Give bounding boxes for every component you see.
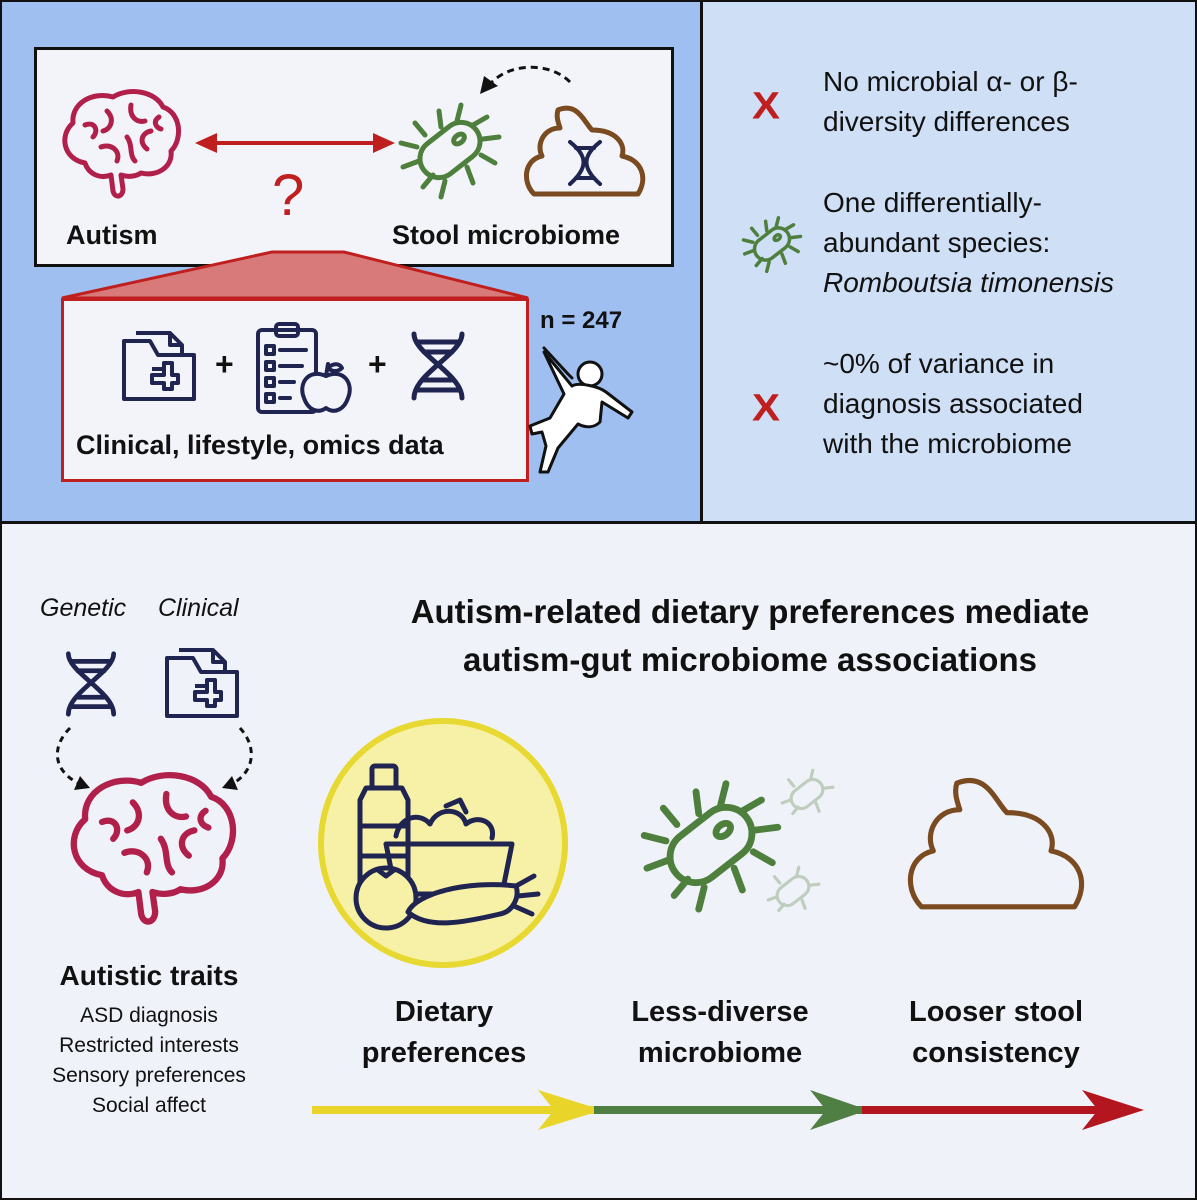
bacterium-icon (398, 102, 502, 200)
brain-icon (62, 89, 181, 199)
stage-stool: Looser stool consistency (866, 992, 1126, 1074)
headline-line2: autism-gut microbiome associations (463, 641, 1037, 678)
autism-label: Autism (66, 220, 158, 250)
stage-stool-line1: Looser stool (908, 996, 1083, 1028)
medical-folder-icon (165, 648, 239, 718)
sample-size-label: n = 247 (540, 307, 623, 334)
clinical-label: Clinical (158, 594, 239, 622)
trait-item: Sensory preferences (52, 1064, 246, 1087)
diet-circle (318, 718, 568, 968)
stool-icon (524, 105, 646, 197)
faded-bacterium-icon (780, 768, 835, 816)
finding-3-line3: with the microbiome (823, 428, 1072, 459)
bottom-panel (0, 524, 1197, 1200)
stage-stool-line2: consistency (912, 1037, 1080, 1069)
bacterium-icon (640, 780, 782, 913)
trait-item: Social affect (91, 1094, 206, 1117)
finding-2-species: Romboutsia timonensis (823, 267, 1115, 298)
stage-microbiome: Less-diverse microbiome (590, 992, 850, 1074)
brain-icon (70, 772, 237, 925)
stage-dietary-line1: Dietary (394, 996, 494, 1028)
finding-1: No microbial α- or β- diversity differen… (823, 62, 1183, 142)
mediation-arrow (312, 1090, 1144, 1130)
stage-microbiome-line2: microbiome (637, 1037, 803, 1069)
plus-sign: + (368, 346, 387, 382)
finding-3: ~0% of variance in diagnosis associated … (823, 344, 1183, 464)
child-figure (528, 346, 634, 474)
question-mark: ? (272, 163, 305, 228)
stage-microbiome-line1: Less-diverse (631, 996, 809, 1028)
finding-3-line1: ~0% of variance in (823, 348, 1055, 379)
bidirectional-arrow (195, 133, 395, 153)
finding-1-line2: diversity differences (823, 106, 1070, 137)
headline-line1: Autism-related dietary preferences media… (410, 593, 1090, 630)
bacterium-icon (741, 216, 803, 274)
traits-title: Autistic traits (59, 960, 239, 991)
finding-2-line2: abundant species: (823, 227, 1051, 258)
medical-folder-icon (122, 331, 196, 401)
clipboard-apple-icon (256, 322, 352, 414)
finding-2: One differentially- abundant species: Ro… (823, 183, 1183, 303)
stool-microbiome-label: Stool microbiome (392, 220, 621, 250)
trait-item: Restricted interests (59, 1034, 239, 1057)
finding-3-line2: diagnosis associated (823, 388, 1083, 419)
cross-icon: X (752, 386, 781, 429)
stool-icon (907, 778, 1085, 910)
finding-1-line1: No microbial α- or β- (823, 66, 1078, 97)
genetic-label: Genetic (40, 594, 127, 622)
cross-icon: X (752, 84, 781, 127)
zoom-trapezoid (61, 250, 529, 300)
headline: Autism-related dietary preferences media… (330, 588, 1170, 684)
finding-2-line1: One differentially- (823, 187, 1042, 218)
dashed-curved-arrow (480, 65, 572, 94)
stage-dietary-line2: preferences (361, 1037, 527, 1069)
stage-dietary: Dietary preferences (314, 992, 574, 1074)
data-types-label: Clinical, lifestyle, omics data (76, 430, 444, 460)
faded-bacterium-icon (766, 865, 821, 913)
traits-list: ASD diagnosis Restricted interests Senso… (20, 1001, 278, 1121)
plus-sign: + (215, 346, 234, 382)
dashed-arrow-genetic (55, 726, 90, 790)
dna-icon (65, 651, 117, 717)
dna-icon (411, 331, 465, 401)
dashed-arrow-clinical (222, 726, 253, 790)
trait-item: ASD diagnosis (80, 1004, 218, 1027)
